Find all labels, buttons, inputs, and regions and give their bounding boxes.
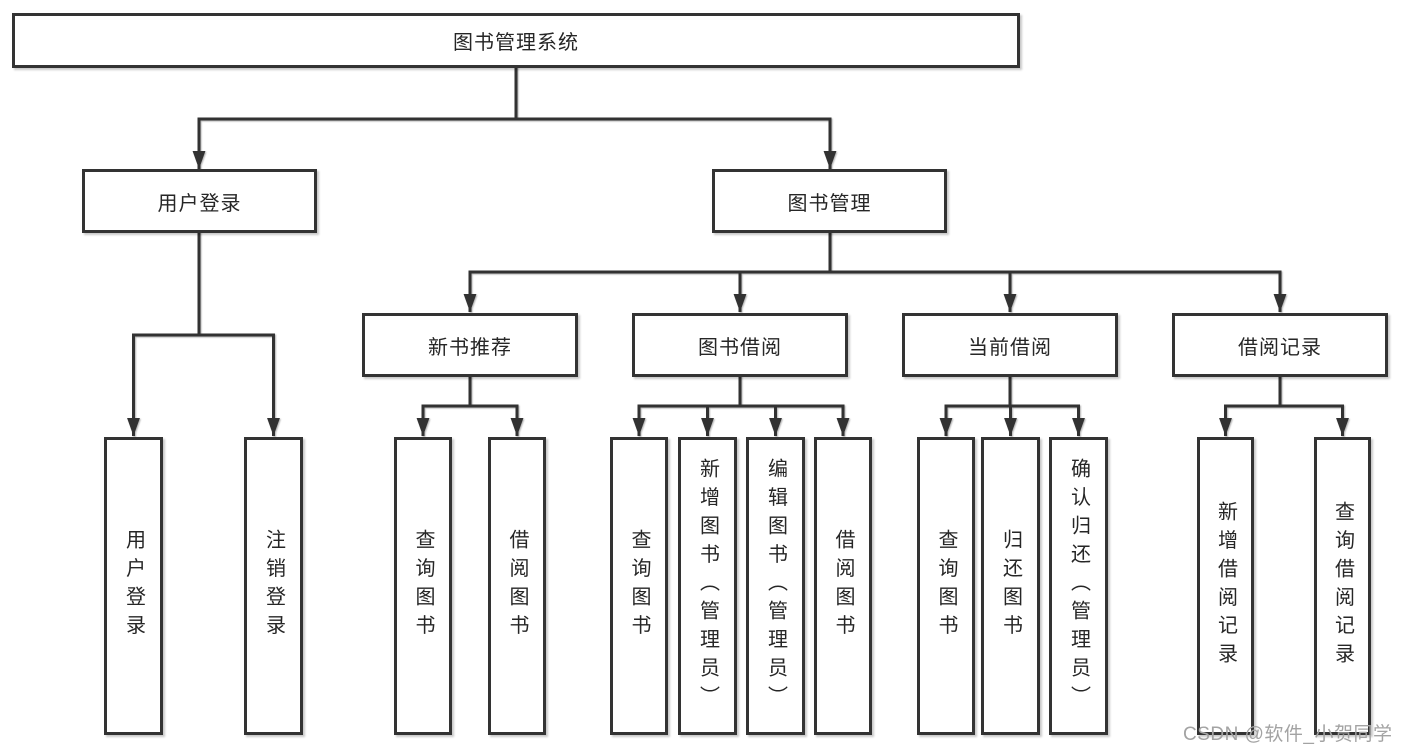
node-root-system-label: 图书管理系统 (453, 32, 579, 54)
node-current-borrowing: 当前借阅 (902, 313, 1118, 377)
leaf-logout-label: 注销登录 (262, 529, 285, 643)
csdn-watermark: CSDN @软件_小贺同学 (1183, 724, 1393, 745)
node-book-borrowing: 图书借阅 (632, 313, 848, 377)
leaf-bb-edit-books-admin-label: 编辑图书（管理员） (764, 458, 787, 714)
node-borrowing-records: 借阅记录 (1172, 313, 1388, 377)
connector-borrow-records-bar (1224, 375, 1344, 408)
leaf-bb-query-books-label: 查询图书 (628, 529, 650, 643)
leaf-user-login-label: 用户登录 (122, 529, 145, 643)
leaf-user-login: 用户登录 (104, 437, 163, 735)
connector-current-borrow-bar (944, 375, 1080, 408)
leaf-bb-borrow-books: 借阅图书 (814, 437, 872, 735)
node-new-book-recommend-label: 新书推荐 (428, 336, 512, 359)
leaf-cb-query-books: 查询图书 (917, 437, 975, 735)
leaf-cb-confirm-return-admin-label: 确认归还（管理员） (1067, 458, 1090, 714)
node-book-management-module-label: 图书管理 (787, 192, 872, 215)
node-book-management-module: 图书管理 (712, 169, 947, 233)
leaf-bb-query-books: 查询图书 (610, 437, 668, 735)
connector-user-login-bar (132, 231, 275, 337)
leaf-cb-query-books-label: 查询图书 (935, 529, 957, 643)
node-new-book-recommend: 新书推荐 (362, 313, 578, 377)
leaf-bb-edit-books-admin: 编辑图书（管理员） (746, 437, 805, 735)
leaf-br-add-record: 新增借阅记录 (1197, 437, 1254, 735)
node-book-borrowing-label: 图书借阅 (698, 336, 782, 359)
connector-book-borrow-bar (637, 375, 845, 408)
leaf-bb-borrow-books-label: 借阅图书 (832, 529, 854, 643)
leaf-cb-return-books-label: 归还图书 (999, 529, 1022, 643)
leaf-rec-borrow-books: 借阅图书 (488, 437, 546, 735)
leaf-cb-confirm-return-admin: 确认归还（管理员） (1049, 437, 1108, 735)
node-user-login-module-label: 用户登录 (157, 192, 242, 215)
connector-book-mgmt-bar (468, 231, 1282, 274)
leaf-br-add-record-label: 新增借阅记录 (1214, 500, 1237, 672)
leaf-br-query-record-label: 查询借阅记录 (1331, 500, 1354, 672)
leaf-bb-add-books-admin: 新增图书（管理员） (678, 437, 737, 735)
leaf-rec-query-books: 查询图书 (394, 437, 452, 735)
node-root-system: 图书管理系统 (12, 13, 1020, 68)
node-user-login-module: 用户登录 (82, 169, 317, 233)
connector-new-book-rec-bar (421, 375, 519, 408)
connector-root-stem-bar (197, 66, 832, 121)
leaf-logout: 注销登录 (244, 437, 303, 735)
node-borrowing-records-label: 借阅记录 (1238, 336, 1322, 359)
leaf-bb-add-books-admin-label: 新增图书（管理员） (696, 458, 719, 714)
leaf-rec-query-books-label: 查询图书 (412, 529, 434, 643)
leaf-br-query-record: 查询借阅记录 (1314, 437, 1371, 735)
leaf-rec-borrow-books-label: 借阅图书 (506, 529, 528, 643)
leaf-cb-return-books: 归还图书 (981, 437, 1040, 735)
node-current-borrowing-label: 当前借阅 (968, 336, 1052, 359)
